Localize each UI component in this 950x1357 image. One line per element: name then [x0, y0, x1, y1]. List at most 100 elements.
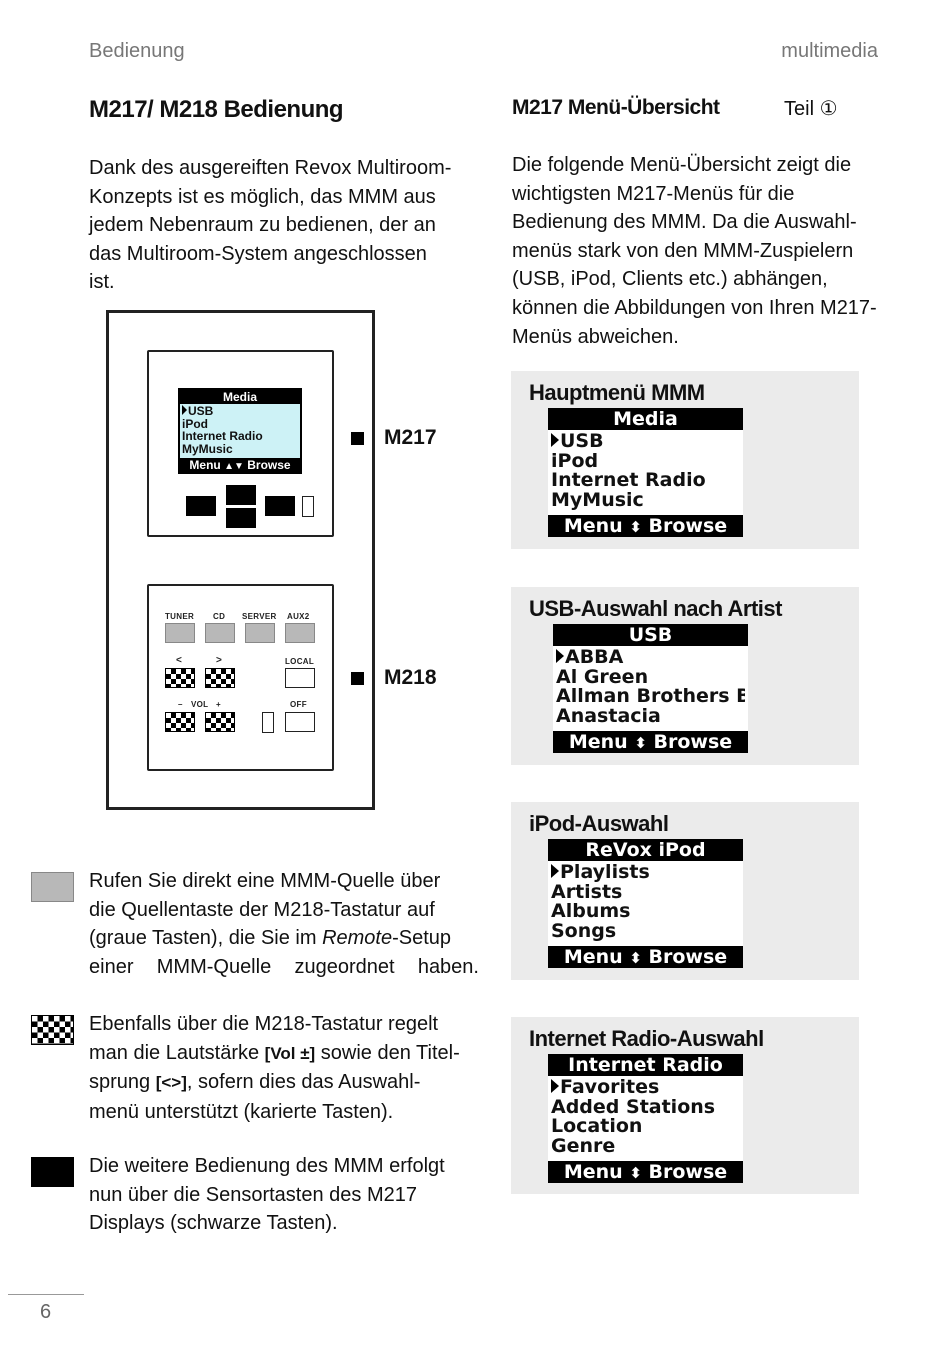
next-label: > — [216, 655, 223, 666]
menu-heading: iPod-Auswahl — [529, 811, 669, 836]
up-down-icon: ⬍ — [634, 734, 647, 752]
lcd-title: Media — [180, 390, 300, 404]
cursor-icon — [182, 405, 187, 415]
menu-item[interactable]: Genre — [551, 1136, 616, 1157]
intro-line: Dank des ausgereiften Revox Multiroom- — [89, 157, 452, 179]
menu-heading: Internet Radio-Auswahl — [529, 1026, 764, 1051]
cursor-icon — [551, 864, 559, 878]
menu-item[interactable]: Albums — [551, 902, 631, 922]
menu-box-main: Hauptmenü MMM Media USB iPod Internet Ra… — [511, 371, 859, 549]
screen-footer: Menu ⬍ Browse — [548, 946, 743, 968]
lcd-item: USB — [182, 405, 298, 418]
cd-key[interactable] — [205, 623, 235, 643]
checkered-key-legend-icon — [31, 1015, 74, 1045]
lcd-footer: Menu ▲▼ Browse — [180, 458, 300, 472]
up-down-icon: ▲▼ — [224, 461, 244, 472]
key-label-tuner: TUNER — [165, 612, 195, 621]
menu-item[interactable]: iPod — [551, 451, 599, 472]
label-m217: M217 — [384, 426, 437, 449]
vol-plus-label: + — [216, 700, 221, 709]
bullet-square — [351, 432, 364, 445]
local-key[interactable] — [285, 668, 315, 688]
footer-divider — [8, 1294, 84, 1295]
menu-item[interactable]: ABBA — [556, 648, 745, 668]
vol-down-key[interactable] — [165, 712, 195, 732]
menu-item[interactable]: Playlists — [551, 863, 740, 883]
menu-item[interactable]: USB — [551, 432, 740, 452]
page-number: 6 — [40, 1301, 52, 1323]
right-intro: Die folgende Menü-Übersicht zeigt die wi… — [512, 154, 877, 348]
aux2-key[interactable] — [285, 623, 315, 643]
cursor-icon — [551, 433, 559, 447]
black-key-text: Die weitere Bedienung des MMM erfolgt nu… — [89, 1155, 445, 1235]
screen-title: Media — [548, 408, 743, 430]
screen-footer: Menu ⬍ Browse — [548, 1161, 743, 1183]
menu-box-ipod: iPod-Auswahl ReVox iPod Playlists Artist… — [511, 802, 859, 980]
screen-title: ReVox iPod — [548, 839, 743, 861]
m217-lcd-screen: Media USB iPod Internet Radio MyMusic Me… — [178, 388, 302, 474]
black-key-legend-icon — [31, 1157, 74, 1187]
vol-label: VOL — [191, 700, 209, 709]
key-label-cd: CD — [213, 612, 226, 621]
screen-title: Internet Radio — [548, 1054, 743, 1076]
sensor-indicator — [302, 496, 314, 517]
led-indicator — [262, 712, 274, 733]
menu-screen: Media USB iPod Internet Radio MyMusic Me… — [548, 408, 743, 537]
sensor-key-right[interactable] — [265, 496, 295, 516]
local-label: LOCAL — [285, 657, 315, 666]
right-title: M217 Menü-Übersicht — [512, 96, 720, 119]
vol-minus-label: – — [178, 700, 183, 709]
prev-track-key[interactable] — [165, 668, 195, 688]
gray-key-text: Rufen Sie direkt eine MMM-Quelle über di… — [89, 870, 479, 978]
screen-title: USB — [553, 624, 748, 646]
off-key[interactable] — [285, 712, 315, 732]
menu-screen: ReVox iPod Playlists Artists Albums Song… — [548, 839, 743, 968]
left-title: M217/ M218 Bedienung — [89, 96, 344, 123]
gray-key-legend-icon — [31, 872, 74, 902]
sensor-key-down[interactable] — [226, 508, 256, 528]
menu-item[interactable]: Allman Brothers B... — [556, 687, 745, 707]
left-intro: Dank des ausgereiften Revox Multiroom- K… — [89, 154, 466, 297]
part-indicator: Teil ① — [784, 98, 838, 120]
prev-label: < — [176, 655, 183, 666]
up-down-icon: ⬍ — [629, 949, 642, 967]
menu-item[interactable]: Anastacia — [556, 706, 661, 727]
up-down-icon: ⬍ — [629, 1164, 642, 1182]
menu-item[interactable]: MyMusic — [551, 490, 644, 511]
menu-screen: Internet Radio Favorites Added Stations … — [548, 1054, 743, 1183]
off-label: OFF — [290, 700, 307, 709]
intro-line: jedem Nebenraum zu bedienen, der an — [89, 214, 436, 237]
menu-item[interactable]: Favorites — [551, 1078, 740, 1098]
intro-line: das Multiroom-System angeschlossen — [89, 242, 427, 265]
cursor-icon — [556, 649, 564, 663]
menu-heading: Hauptmenü MMM — [529, 380, 705, 405]
intro-line: ist. — [89, 271, 115, 294]
header-brand: multimedia — [781, 40, 878, 62]
lcd-item: Internet Radio — [182, 429, 263, 443]
screen-footer: Menu ⬍ Browse — [548, 515, 743, 537]
bullet-square — [351, 672, 364, 685]
lcd-item: MyMusic — [182, 441, 233, 456]
menu-screen: USB ABBA Al Green Allman Brothers B... A… — [553, 624, 748, 753]
screen-footer: Menu ⬍ Browse — [553, 731, 748, 753]
menu-item[interactable]: Artists — [551, 882, 623, 903]
label-m218: M218 — [384, 666, 437, 689]
menu-item[interactable]: Songs — [551, 921, 617, 942]
menu-box-internet-radio: Internet Radio-Auswahl Internet Radio Fa… — [511, 1017, 859, 1194]
menu-item[interactable]: Internet Radio — [551, 471, 706, 491]
next-track-key[interactable] — [205, 668, 235, 688]
tuner-key[interactable] — [165, 623, 195, 643]
sensor-key-left[interactable] — [186, 496, 216, 516]
header-section: Bedienung — [89, 40, 185, 62]
checkered-key-text: Ebenfalls über die M218-Tastatur regelt … — [89, 1013, 460, 1123]
key-label-server: SERVER — [242, 612, 277, 621]
menu-item[interactable]: Location — [551, 1117, 643, 1137]
sensor-key-up[interactable] — [226, 485, 256, 505]
menu-item[interactable]: Added Stations — [551, 1097, 716, 1118]
lcd-item: iPod — [182, 416, 208, 431]
menu-item[interactable]: Al Green — [556, 667, 649, 688]
menu-heading: USB-Auswahl nach Artist — [529, 596, 782, 621]
vol-up-key[interactable] — [205, 712, 235, 732]
intro-line: Konzepts ist es möglich, das MMM aus — [89, 185, 436, 208]
server-key[interactable] — [245, 623, 275, 643]
